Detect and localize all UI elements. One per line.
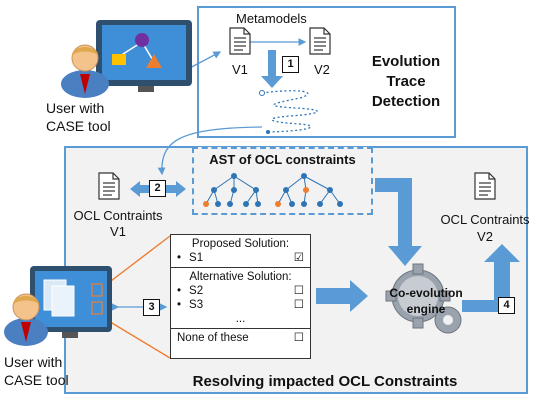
- solution-row-s1[interactable]: • S1 ☑: [177, 251, 304, 265]
- resolution-title: Resolving impacted OCL Constraints: [192, 373, 458, 390]
- bullet: •: [177, 252, 182, 264]
- trace-end-node: [266, 130, 270, 134]
- ast-to-engine-arrow: [375, 178, 422, 266]
- ocl-v1-label-line1: OCL Contraints: [73, 208, 163, 223]
- metamodels-label: Metamodels: [236, 11, 307, 26]
- none-label: None of these: [177, 332, 249, 344]
- solution-label: S1: [189, 252, 204, 264]
- detection-down-arrow: [261, 50, 283, 88]
- engine-to-ocl-v2-arrow: [462, 244, 520, 312]
- alternative-heading: Alternative Solution:: [189, 271, 292, 283]
- ocl-v1-label-line2: V1: [110, 224, 126, 239]
- ast-title: AST of OCL constraints: [209, 152, 356, 167]
- user-case-tool-icon-top: [61, 20, 192, 98]
- solutions-dialog: Proposed Solution: • S1 ☑ Alternative So…: [170, 234, 311, 359]
- none-of-these-row[interactable]: None of these ☐: [177, 331, 304, 345]
- engine-label-line2: engine: [406, 302, 446, 316]
- step-2-badge: 2: [149, 180, 166, 197]
- user-top-label-line1: User with: [46, 100, 105, 116]
- step-1-badge: 1: [282, 56, 299, 73]
- user-bottom-label-line2: CASE tool: [4, 372, 69, 388]
- step-4-badge: 4: [498, 297, 515, 314]
- callout-line-bottom: [106, 319, 171, 359]
- engine-label-line1: Co-evolution: [389, 286, 463, 300]
- trace-start-node: [259, 90, 265, 96]
- bullet: •: [177, 299, 182, 311]
- step-3-badge: 3: [143, 299, 160, 316]
- user-case-tool-icon-bottom: [4, 266, 112, 346]
- trace-to-ocl-curve: [157, 126, 263, 176]
- ocl-v2-label-line2: V2: [477, 229, 493, 244]
- alternative-section: Alternative Solution: • S2 ☐ • S3 ☐ ...: [171, 268, 310, 329]
- more-ellipsis: ...: [235, 313, 246, 325]
- metamodel-v2-label: V2: [314, 62, 330, 77]
- user-bottom-label-line1: User with: [4, 354, 63, 370]
- solution-label: S2: [189, 285, 204, 297]
- checked-checkbox-icon[interactable]: ☑: [293, 252, 304, 264]
- solution-row-s2[interactable]: • S2 ☐: [177, 284, 304, 298]
- unchecked-checkbox-icon[interactable]: ☐: [293, 285, 304, 297]
- metamodel-v1-document-icon: [229, 27, 251, 55]
- proposed-heading: Proposed Solution:: [191, 238, 290, 250]
- unchecked-checkbox-icon[interactable]: ☐: [293, 332, 304, 344]
- evolution-title-line2: Trace: [386, 73, 426, 90]
- metamodel-v2-document-icon: [309, 27, 331, 55]
- solution-row-s3[interactable]: • S3 ☐: [177, 298, 304, 312]
- ocl-v1-document-icon: [98, 172, 120, 200]
- user-top-label-line2: CASE tool: [46, 118, 111, 134]
- unchecked-checkbox-icon[interactable]: ☐: [293, 299, 304, 311]
- callout-line-top: [106, 235, 171, 285]
- solution-label: S3: [189, 299, 204, 311]
- metamodel-v1-label: V1: [232, 62, 248, 77]
- solutions-to-engine-arrow: [316, 280, 368, 312]
- evolution-title-line3: Detection: [371, 93, 441, 110]
- trace-dotted-path: [261, 90, 319, 133]
- none-section: None of these ☐: [171, 329, 310, 347]
- bullet: •: [177, 285, 182, 297]
- evolution-title-line1: Evolution: [371, 53, 441, 70]
- ast-trees-graphic: [203, 173, 343, 207]
- gears-icon: [385, 263, 462, 334]
- ocl-v2-label-line1: OCL Contraints: [440, 212, 530, 227]
- proposed-section: Proposed Solution: • S1 ☑: [171, 235, 310, 268]
- ocl-v2-document-icon: [474, 172, 496, 200]
